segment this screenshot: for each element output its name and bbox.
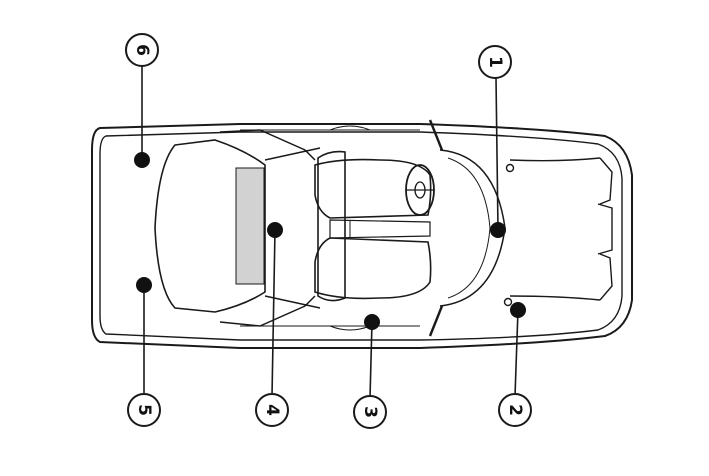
callout-label-5: 5 xyxy=(134,404,154,416)
rear-window xyxy=(154,139,266,313)
callout-dot-3 xyxy=(364,314,380,330)
callout-label-4: 4 xyxy=(262,404,282,416)
callout-dot-6 xyxy=(134,152,150,168)
hood-and-front xyxy=(503,157,613,307)
callout-label-6: 6 xyxy=(132,44,152,56)
callout-6: 6 xyxy=(125,33,159,67)
callouts: 1 2 3 4 5 6 xyxy=(125,33,532,429)
steering-wheel xyxy=(405,164,435,216)
callout-4: 4 xyxy=(255,393,289,427)
callout-label-3: 3 xyxy=(360,406,380,418)
highlighted-roof-strip xyxy=(235,167,265,285)
callout-dots xyxy=(134,152,526,330)
callout-5: 5 xyxy=(127,393,161,427)
leader-lines xyxy=(141,66,519,399)
callout-3: 3 xyxy=(353,395,387,429)
seats xyxy=(314,150,432,302)
car-body xyxy=(91,123,633,349)
callout-label-2: 2 xyxy=(505,404,525,416)
callout-dot-4 xyxy=(267,222,283,238)
callout-dot-2 xyxy=(510,302,526,318)
callout-2: 2 xyxy=(498,393,532,427)
roof-and-side-windows xyxy=(219,125,420,331)
callout-1: 1 xyxy=(478,45,512,79)
callout-dot-5 xyxy=(136,277,152,293)
callout-dot-1 xyxy=(490,222,506,238)
callout-label-1: 1 xyxy=(485,56,505,68)
